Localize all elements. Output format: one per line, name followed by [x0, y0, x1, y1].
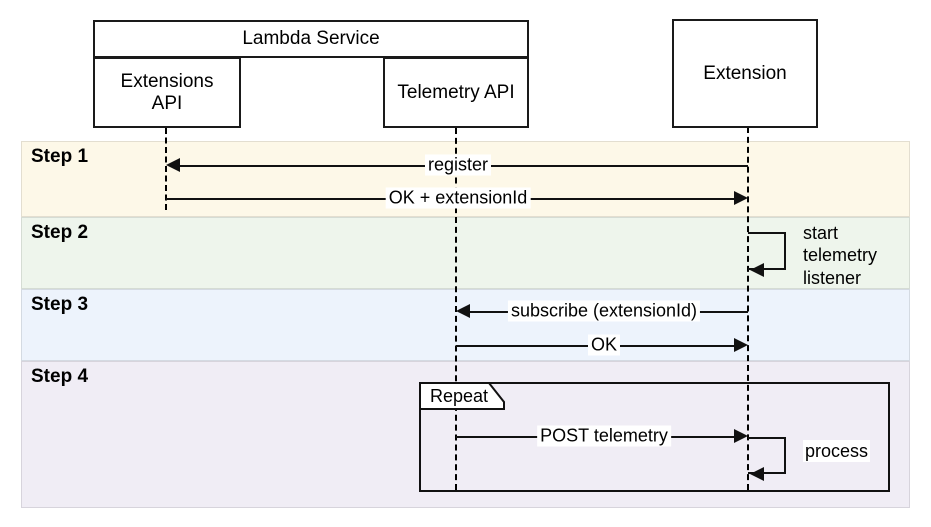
step-band-3 [21, 289, 910, 361]
message-label-subscribe: subscribe (extensionId) [507, 300, 701, 322]
repeat-fragment-label: Repeat [430, 386, 489, 406]
arrowhead-right-ok-icon [734, 338, 748, 352]
message-label-ok: OK [587, 334, 621, 356]
participant-extensions-api-label: Extensions API [121, 71, 214, 115]
step-label-2: Step 2 [31, 222, 89, 243]
self-message-loop-start-telemetry-listener [748, 232, 786, 270]
arrowhead-left-start-telemetry-listener-icon [750, 263, 764, 277]
participant-extensions-api: Extensions API [93, 57, 241, 128]
participant-telemetry-api: Telemetry API [383, 57, 529, 128]
participant-lambda-service-label: Lambda Service [242, 28, 380, 50]
message-label-post-telemetry: POST telemetry [537, 425, 671, 447]
arrowhead-left-subscribe-icon [456, 304, 470, 318]
arrowhead-left-register-icon [166, 158, 180, 172]
step-band-2 [21, 217, 910, 289]
self-message-label-line-telemetry: telemetry [803, 245, 878, 266]
self-message-loop-process [748, 437, 786, 474]
self-message-label-line-start: start [803, 223, 839, 243]
participant-telemetry-api-label: Telemetry API [397, 81, 515, 103]
self-message-label-line-listener: listener [803, 267, 862, 288]
participant-extension: Extension [672, 19, 818, 128]
participant-extensions-api-label-line2: API [151, 92, 183, 114]
repeat-fragment-box [419, 382, 890, 492]
step-label-1: Step 1 [31, 146, 89, 167]
self-message-label-start-telemetry-listener: start telemetry listener [803, 222, 877, 289]
arrowhead-left-process-icon [750, 467, 764, 481]
repeat-fragment-tab [419, 382, 505, 410]
self-message-label-process: process [803, 440, 871, 463]
step-label-4: Step 4 [31, 366, 89, 387]
step-label-3: Step 3 [31, 294, 89, 315]
message-label-register: register [424, 154, 492, 176]
participant-extension-label: Extension [703, 62, 787, 84]
arrowhead-right-ok-extensionid-icon [734, 191, 748, 205]
message-label-ok-extensionid: OK + extensionId [385, 187, 531, 209]
participant-extensions-api-label-line1: Extensions [120, 70, 214, 92]
lifeline-extension [747, 127, 749, 490]
participant-lambda-service: Lambda Service [93, 20, 529, 58]
arrowhead-right-post-telemetry-icon [734, 429, 748, 443]
